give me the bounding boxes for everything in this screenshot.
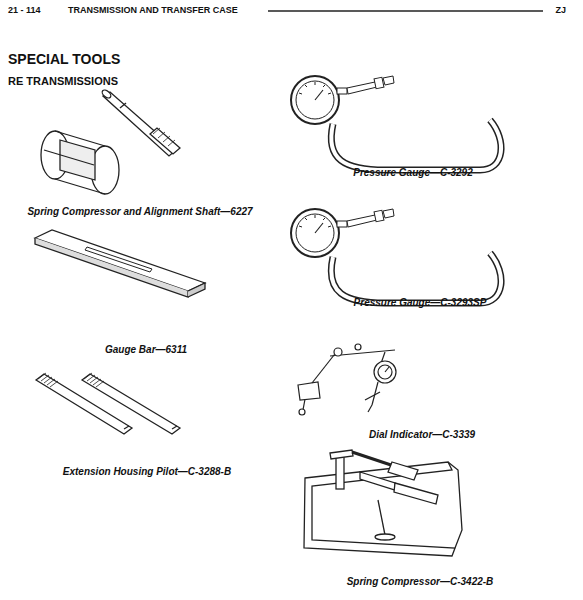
pressure-gauge: [291, 76, 501, 170]
spring-compressor: [304, 450, 462, 556]
tool-caption: Spring Compressor and Alignment Shaft—62…: [27, 206, 252, 218]
tool-caption: Spring Compressor—C-3422-B: [347, 576, 494, 588]
tool-caption: Gauge Bar—6311: [105, 344, 187, 356]
chapter-title: TRANSMISSION AND TRANSFER CASE: [68, 5, 238, 15]
alignment-shaft: [101, 88, 180, 156]
extension-housing-pilot: [36, 373, 180, 434]
tool-caption: Pressure Gauge—C-3293SP: [354, 297, 487, 309]
section-title: SPECIAL TOOLS: [8, 51, 120, 67]
section-subtitle: RE TRANSMISSIONS: [8, 75, 118, 88]
pressure-gauge: [291, 209, 501, 303]
gauge-bar: [35, 230, 205, 297]
tool-caption: Pressure Gauge—C-3292: [353, 167, 473, 179]
header-rule: [268, 10, 543, 12]
model-code: ZJ: [555, 5, 566, 15]
tool-caption: Dial Indicator—C-3339: [369, 429, 475, 441]
tool-caption: Extension Housing Pilot—C-3288-B: [63, 466, 231, 478]
spring-compressor-cage: [41, 131, 119, 194]
dial-indicator: [298, 344, 396, 415]
page-number: 21 - 114: [8, 5, 41, 15]
